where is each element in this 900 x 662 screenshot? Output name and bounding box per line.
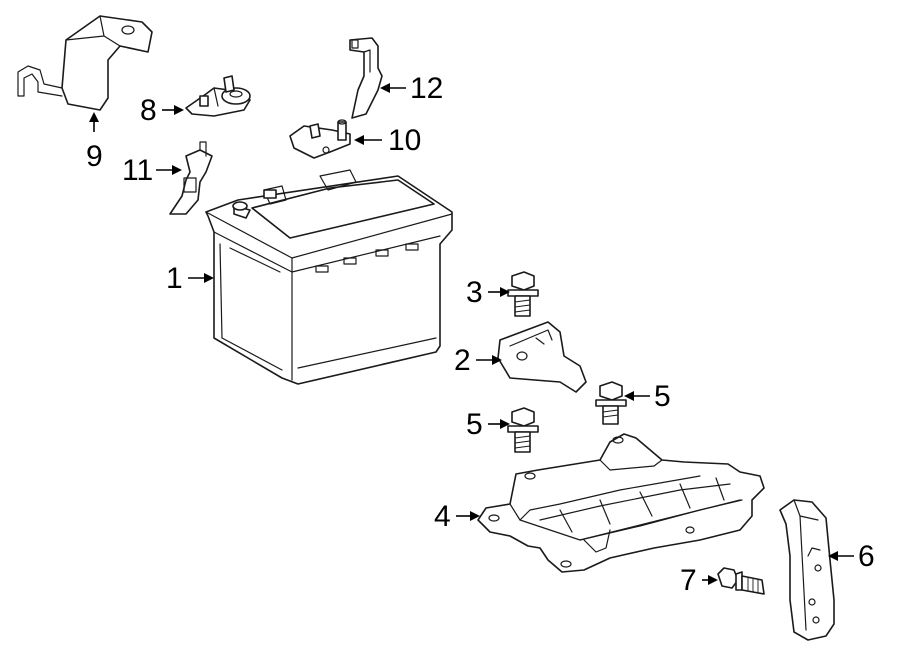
part-bolt-left: [507, 407, 539, 453]
svg-text:5: 5: [466, 408, 483, 441]
callout-8: 8: [140, 94, 184, 127]
part-terminal-clamp: [185, 75, 251, 117]
svg-text:12: 12: [410, 72, 443, 105]
part-ground-strap: [169, 141, 213, 215]
callout-10: 10: [354, 124, 421, 157]
callout-6: 6: [828, 540, 875, 573]
callout-12: 12: [380, 72, 443, 105]
svg-text:10: 10: [388, 124, 421, 157]
svg-text:2: 2: [454, 344, 471, 377]
callout-4: 4: [434, 500, 480, 533]
svg-text:7: 7: [680, 564, 697, 597]
svg-text:8: 8: [140, 94, 157, 127]
part-bolt-top: [507, 271, 539, 317]
callout-5-left: 5: [466, 408, 510, 441]
callout-11: 11: [122, 154, 182, 187]
callout-9: 9: [86, 112, 103, 173]
svg-text:4: 4: [434, 500, 451, 533]
part-hold-down-bracket: [497, 321, 587, 393]
callout-7: 7: [680, 564, 718, 597]
part-bolt-bottom: [717, 567, 765, 595]
callout-2: 2: [454, 344, 502, 377]
part-battery-tray: [477, 433, 765, 573]
svg-text:3: 3: [466, 276, 483, 309]
part-cable-bracket: [349, 37, 383, 119]
part-negative-clamp: [289, 119, 351, 159]
callout-3: 3: [466, 276, 510, 309]
svg-text:5: 5: [654, 380, 671, 413]
part-bolt-right: [595, 381, 627, 425]
callout-1: 1: [166, 262, 214, 295]
part-terminal-cover: [17, 15, 153, 111]
svg-text:6: 6: [858, 540, 875, 573]
svg-text:11: 11: [122, 154, 153, 187]
callout-5-right: 5: [624, 380, 671, 413]
part-battery: [205, 169, 453, 385]
part-side-bracket: [779, 499, 835, 641]
svg-text:1: 1: [166, 262, 183, 295]
svg-text:9: 9: [86, 140, 103, 173]
